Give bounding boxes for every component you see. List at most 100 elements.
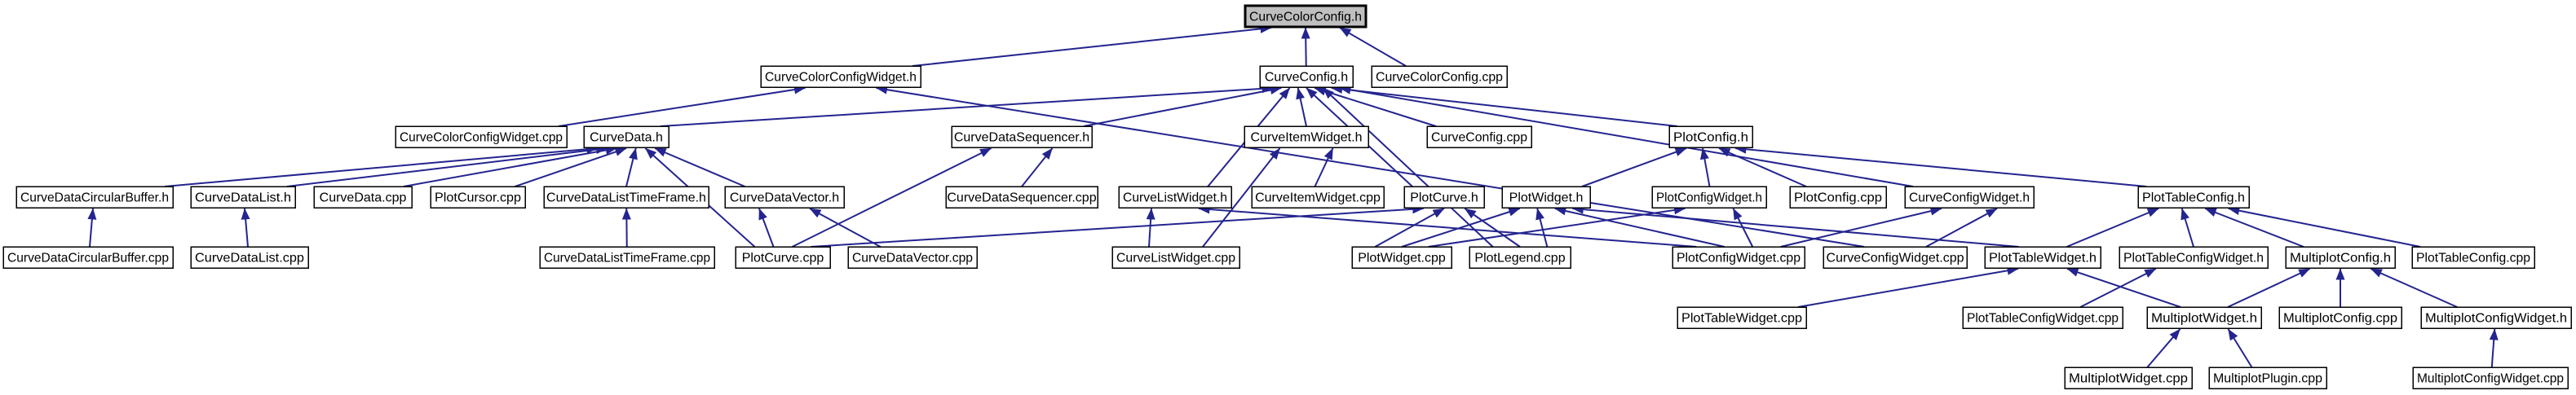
graph-node[interactable]: PlotConfig.cpp: [1789, 186, 1887, 208]
graph-node[interactable]: MultiplotConfigWidget.h: [2420, 306, 2572, 329]
graph-edge: [1374, 208, 1445, 248]
graph-node-label: PlotLegend.cpp: [1474, 252, 1565, 266]
graph-node[interactable]: MultiplotWidget.h: [2146, 306, 2262, 329]
graph-node-label: CurveListWidget.h: [1123, 191, 1227, 205]
graph-node[interactable]: CurveItemWidget.cpp: [1251, 186, 1385, 208]
graph-edge: [2079, 268, 2157, 308]
graph-node[interactable]: MultiplotConfig.cpp: [2278, 306, 2402, 329]
graph-edge: [1925, 208, 1998, 248]
graph-edge: [1322, 87, 1494, 248]
graph-edge: [876, 85, 1865, 248]
graph-edge: [2489, 328, 2499, 368]
graph-node[interactable]: CurveItemWidget.h: [1244, 125, 1369, 148]
graph-node[interactable]: CurveDataSequencer.h: [951, 125, 1093, 148]
graph-edge: [2227, 268, 2311, 308]
graph-edge: [241, 208, 250, 248]
graph-node[interactable]: PlotWidget.cpp: [1351, 246, 1452, 269]
graph-node-label: PlotTableWidget.h: [1989, 252, 2097, 266]
graph-node[interactable]: PlotTableConfig.cpp: [2411, 246, 2535, 269]
graph-edge: [1021, 147, 1054, 187]
graph-node[interactable]: CurveDataSequencer.cpp: [945, 186, 1098, 208]
graph-node-label: MultiplotConfigWidget.h: [2425, 312, 2567, 326]
graph-node-label: CurveDataListTimeFrame.h: [546, 191, 706, 205]
graph-node-label: MultiplotConfig.h: [2290, 252, 2391, 266]
graph-edge: [1780, 206, 1942, 248]
graph-edge: [1428, 205, 1686, 248]
graph-node-label: CurveColorConfig.h: [1249, 11, 1362, 24]
graph-node[interactable]: PlotLegend.cpp: [1469, 246, 1571, 269]
graph-node[interactable]: PlotTableWidget.cpp: [1677, 306, 1807, 329]
graph-node[interactable]: CurveColorConfigWidget.cpp: [395, 125, 568, 148]
graph-node[interactable]: CurveDataVector.h: [724, 186, 845, 208]
graph-edge: [403, 145, 617, 187]
graph-node-label: MultiplotWidget.cpp: [2069, 372, 2188, 386]
graph-node[interactable]: PlotConfig.h: [1668, 125, 1753, 148]
graph-node[interactable]: PlotTableConfigWidget.cpp: [1962, 306, 2123, 329]
graph-edge: [809, 208, 881, 248]
graph-node[interactable]: PlotConfigWidget.h: [1651, 186, 1767, 208]
graph-node[interactable]: PlotCurve.cpp: [735, 246, 831, 269]
graph-node[interactable]: CurveListWidget.h: [1118, 186, 1232, 208]
graph-node[interactable]: CurveDataCircularBuffer.cpp: [2, 246, 174, 269]
graph-edge: [286, 145, 608, 187]
graph-node-label: PlotTableConfigWidget.h: [2123, 252, 2264, 266]
graph-node[interactable]: CurveDataListTimeFrame.cpp: [539, 246, 715, 269]
graph-node-label: PlotCurve.cpp: [742, 252, 824, 266]
graph-edge: [2066, 268, 2181, 308]
graph-edge: [1202, 147, 1281, 248]
graph-node[interactable]: CurveData.cpp: [313, 186, 413, 208]
graph-node[interactable]: CurveColorConfig.cpp: [1371, 65, 1508, 88]
graph-edge: [1535, 208, 1549, 248]
graph-node[interactable]: MultiplotWidget.cpp: [2064, 366, 2193, 389]
graph-node[interactable]: PlotCursor.cpp: [430, 186, 526, 208]
graph-node[interactable]: MultiplotConfig.h: [2285, 246, 2396, 269]
graph-edge: [811, 204, 1425, 248]
graph-node-label: PlotWidget.h: [1509, 191, 1584, 205]
graph-node-label: CurveColorConfigWidget.cpp: [400, 131, 563, 145]
graph-node-label: CurveItemWidget.cpp: [1255, 191, 1381, 205]
graph-node[interactable]: CurveConfigWidget.cpp: [1823, 246, 1968, 269]
graph-node[interactable]: MultiplotPlugin.cpp: [2208, 366, 2327, 389]
graph-node[interactable]: PlotCurve.h: [1403, 186, 1485, 208]
graph-node[interactable]: CurveListWidget.cpp: [1111, 246, 1240, 269]
graph-edge: [87, 208, 97, 248]
graph-node[interactable]: PlotTableWidget.h: [1984, 246, 2101, 269]
graph-node-label: CurveDataCircularBuffer.h: [20, 191, 169, 205]
graph-edge: [1581, 147, 1687, 187]
graph-node[interactable]: CurveDataList.cpp: [190, 246, 309, 269]
graph-node[interactable]: CurveColorConfigWidget.h: [760, 65, 921, 88]
graph-node[interactable]: CurveDataListTimeFrame.h: [543, 186, 709, 208]
graph-node[interactable]: CurveConfig.h: [1259, 65, 1354, 88]
graph-node[interactable]: PlotWidget.h: [1501, 186, 1591, 208]
graph-edge: [2181, 208, 2194, 248]
graph-node-label: MultiplotConfig.cpp: [2283, 312, 2397, 326]
graph-edge: [1699, 147, 1711, 187]
graph-node-label: MultiplotConfigWidget.cpp: [2417, 372, 2564, 386]
graph-node-label: PlotConfigWidget.h: [1656, 191, 1762, 205]
graph-node[interactable]: MultiplotConfigWidget.cpp: [2412, 366, 2569, 389]
graph-node-label: MultiplotWidget.h: [2151, 312, 2257, 326]
graph-node[interactable]: PlotTableConfigWidget.h: [2119, 246, 2269, 269]
graph-node-label: CurveData.h: [590, 131, 663, 145]
graph-node-label: CurveColorConfigWidget.h: [765, 71, 917, 85]
graph-node-label: CurveItemWidget.h: [1251, 131, 1363, 145]
graph-node-label: PlotTableConfigWidget.cpp: [1967, 312, 2119, 326]
graph-node[interactable]: CurveDataList.h: [190, 186, 296, 208]
graph-node-label: CurveListWidget.cpp: [1116, 252, 1235, 266]
graph-node[interactable]: CurveDataCircularBuffer.h: [15, 186, 174, 208]
graph-node-label: PlotConfigWidget.cpp: [1677, 252, 1801, 266]
graph-node[interactable]: CurveConfigWidget.h: [1904, 186, 2035, 208]
graph-node[interactable]: PlotTableConfig.h: [2137, 186, 2250, 208]
graph-edge: [2066, 208, 2159, 248]
graph-edge: [912, 24, 1272, 67]
graph-node[interactable]: CurveDataVector.cpp: [847, 246, 978, 269]
graph-edge: [515, 147, 627, 187]
graph-node[interactable]: CurveConfig.cpp: [1426, 125, 1532, 148]
graph-node-label: PlotTableWidget.cpp: [1681, 312, 1802, 326]
graph-node-label: CurveConfigWidget.cpp: [1827, 252, 1964, 266]
graph-edge: [1339, 27, 1407, 67]
graph-node[interactable]: PlotConfigWidget.cpp: [1672, 246, 1805, 269]
graph-node-label: PlotTableConfig.cpp: [2416, 252, 2530, 266]
graph-node[interactable]: CurveData.h: [583, 125, 669, 148]
